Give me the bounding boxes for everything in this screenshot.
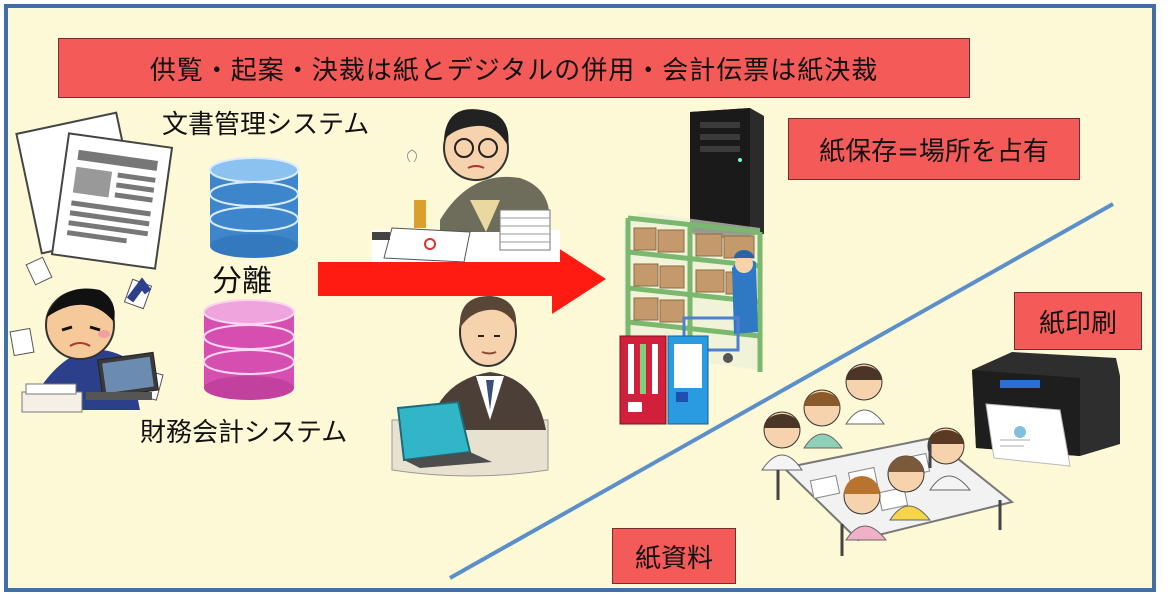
meeting-table-icon bbox=[761, 363, 1015, 556]
binder-icon bbox=[619, 335, 709, 425]
stamping-worker-icon bbox=[372, 109, 560, 263]
separation-label: 分離 bbox=[212, 264, 272, 299]
database-icon-document bbox=[209, 157, 299, 258]
paper-storage-callout: 紙保存=場所を占有 bbox=[788, 118, 1080, 180]
doc-system-label: 文書管理システム bbox=[162, 110, 370, 140]
arrow-right-icon bbox=[318, 244, 606, 314]
server-tower-icon bbox=[690, 108, 764, 240]
paper-materials-callout: 紙資料 bbox=[612, 528, 736, 584]
stressed-worker-icon bbox=[9, 256, 164, 413]
storage-shelf-icon bbox=[624, 212, 763, 372]
documents-icon bbox=[15, 111, 174, 270]
divider-line bbox=[449, 202, 1114, 580]
finance-system-label: 財務会計システム bbox=[140, 418, 348, 448]
banner-title: 供覧・起案・決裁は紙とデジタルの併用・会計伝票は紙決裁 bbox=[58, 38, 970, 98]
paper-print-callout: 紙印刷 bbox=[1014, 292, 1142, 350]
manager-laptop-icon bbox=[391, 296, 549, 477]
printer-icon bbox=[972, 352, 1120, 467]
database-icon-finance bbox=[203, 299, 295, 400]
